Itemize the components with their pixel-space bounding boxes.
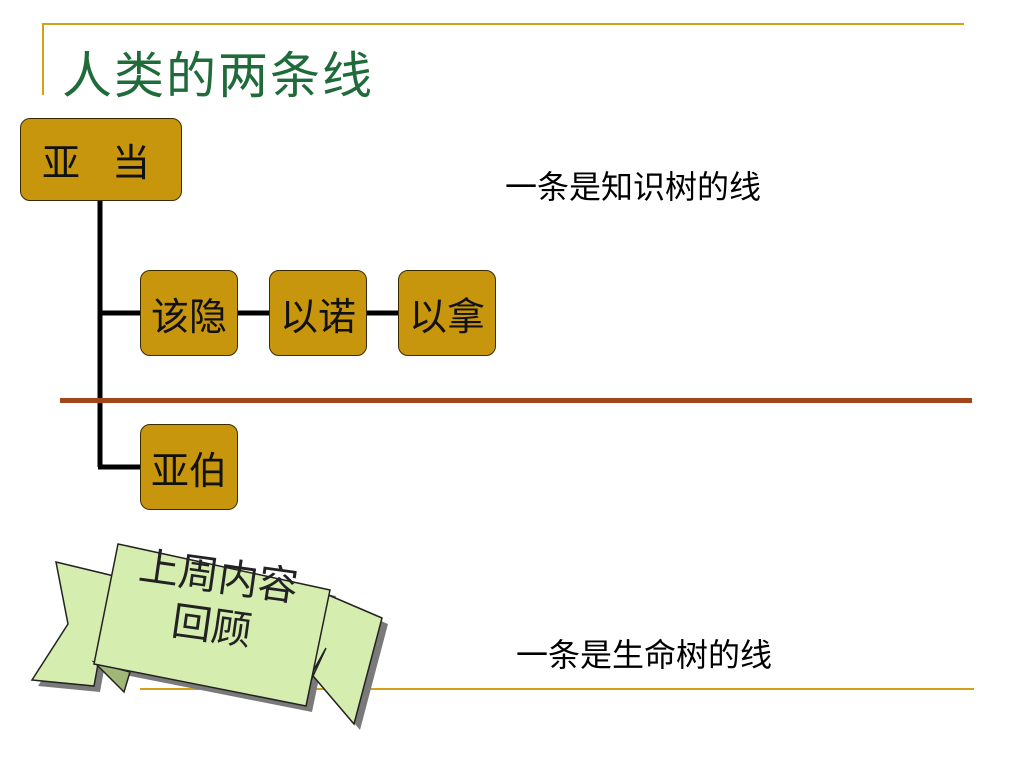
node-enoch: 以诺 [269,270,367,356]
section-divider [60,398,972,403]
bottom-rule [140,688,974,690]
ribbon-face [93,543,331,707]
node-abel: 亚伯 [140,424,238,510]
caption-life-line: 一条是生命树的线 [516,636,773,674]
page-title: 人类的两条线 [62,47,374,105]
title-left-rule [42,23,44,95]
ribbon-tails [30,560,383,726]
node-irad: 以拿 [398,270,496,356]
node-cain: 该隐 [140,270,238,356]
ribbon-left-tail [30,560,115,687]
caption-knowledge-line: 一条是知识树的线 [505,168,762,206]
title-top-rule [42,23,964,25]
node-adam: 亚 当 [20,118,182,201]
